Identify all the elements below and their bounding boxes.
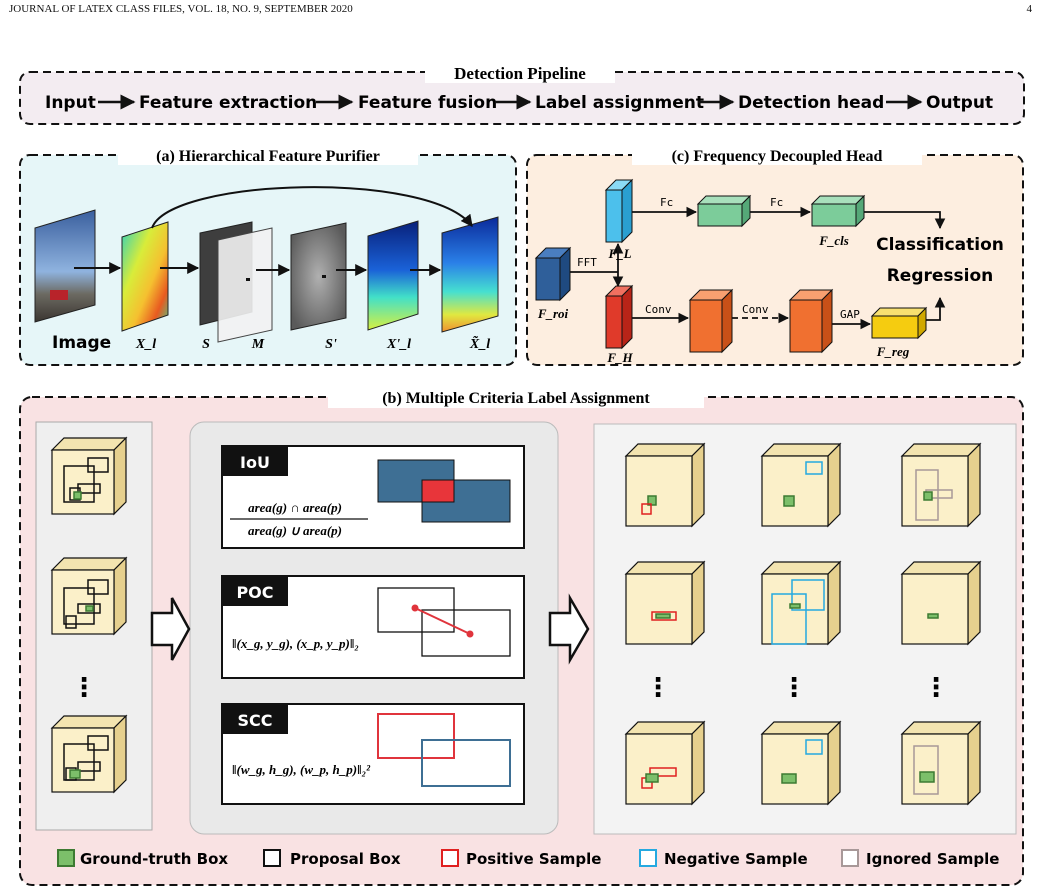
f-roi-block [534,246,572,302]
pipeline-step-detection-head: Detection head [738,93,884,113]
legend-gt: Ground-truth Box [80,850,228,868]
journal-header: JOURNAL OF LATEX CLASS FILES, VOL. 18, N… [9,3,353,15]
frequency-decoupled-head-panel: (c) Frequency Decoupled Head [526,145,1024,366]
legend-gt-swatch [57,849,75,867]
page-number: 4 [1026,3,1033,15]
pipeline-step-output: Output [926,93,993,113]
result-cube-r1c2 [760,442,842,528]
label-m: M [251,337,265,352]
legend-negative-swatch [639,849,657,867]
detection-pipeline-panel: Detection Pipeline Input Feature extract… [19,63,1025,125]
label-xl-tilde: X̃_l [469,334,490,352]
legend-positive-swatch [441,849,459,867]
f-l-label: F_L [607,246,631,261]
hollow-arrows [150,593,590,665]
result-cube-r2c1 [624,560,706,646]
label-xl-prime: X'_l [386,337,411,352]
legend-negative: Negative Sample [664,850,808,868]
pipeline-step-feature-extraction: Feature extraction [139,93,317,113]
feature-map-xl-prime [367,220,419,331]
result-cube-r1c1 [624,442,706,528]
f-roi-label: F_roi [537,306,569,321]
ellipsis-col-3: ⋮ [923,673,949,703]
result-cube-r3c1 [624,720,706,806]
scc-criterion: SCC ‖(w_g, h_g), (w_p, h_p)‖₂² [221,703,525,805]
scc-formula: ‖(w_g, h_g), (w_p, h_p)‖₂² [232,762,371,777]
purified-map-s-prime [290,222,347,331]
input-image [34,209,96,323]
f-cls-label: F_cls [818,233,849,248]
legend-positive: Positive Sample [466,850,601,868]
conv-block-1 [688,288,734,354]
regression-label: Regression [887,266,994,286]
ellipsis-left: ⋮ [71,673,97,703]
conv-label-1: Conv [645,303,672,316]
f-l-block [604,178,634,244]
hierarchical-feature-purifier-panel: (a) Hierarchical Feature Purifier Image [19,145,517,366]
f-reg-block [870,306,928,340]
panel-c-arrows [570,206,946,330]
legend-proposal-swatch [263,849,281,867]
iou-denominator: area(g) ∪ area(p) [248,523,342,538]
proposal-cube-2 [50,556,128,636]
panel-c-title: (c) Frequency Decoupled Head [672,148,883,165]
pipeline-title: Detection Pipeline [454,64,586,83]
poc-formula: ‖(x_g, y_g), (x_p, y_p)‖₂ [232,636,359,651]
iou-numerator: area(g) ∩ area(p) [248,500,342,515]
fc-block-cls [810,194,866,228]
panel-a-arrows [74,186,473,276]
ellipsis-col-1: ⋮ [645,673,671,703]
feature-map-xl-tilde [441,216,499,333]
legend: Ground-truth Box Proposal Box Positive S… [57,849,999,868]
result-cube-r1c3 [900,442,982,528]
fft-label: FFT [577,256,597,269]
label-xl: X_l [135,337,156,352]
gap-label: GAP [840,308,860,321]
result-cube-r3c3 [900,720,982,806]
panel-a-title: (a) Hierarchical Feature Purifier [156,148,380,165]
mask-m [217,227,273,343]
legend-ignored: Ignored Sample [866,850,999,868]
multiple-criteria-label-assignment-panel: (b) Multiple Criteria Label Assignment I… [19,386,1024,886]
conv-label-2: Conv [742,303,769,316]
iou-tag: IoU [240,453,270,472]
classification-label: Classification [876,235,1004,255]
panel-b-title: (b) Multiple Criteria Label Assignment [382,390,650,407]
feature-map-xl [121,221,169,332]
legend-proposal: Proposal Box [290,850,401,868]
proposal-cube-3 [50,714,128,794]
result-cube-r2c3 [900,560,982,646]
result-cube-r2c2 [760,560,842,646]
conv-block-2 [788,288,834,354]
proposal-cube-1 [50,436,128,516]
pipeline-step-feature-fusion: Feature fusion [358,93,497,113]
ellipsis-col-2: ⋮ [781,673,807,703]
label-s-prime: S' [325,337,337,352]
fc-block-1 [696,194,752,228]
f-reg-label: F_reg [876,344,910,359]
f-h-block [604,284,634,350]
poc-criterion: POC ‖(x_g, y_g), (x_p, y_p)‖₂ [221,575,525,679]
scc-tag: SCC [237,711,272,730]
fc-label-1: Fc [660,196,673,209]
fc-label-2: Fc [770,196,783,209]
result-cube-r3c2 [760,720,842,806]
pipeline-step-input: Input [45,93,96,113]
poc-tag: POC [236,583,273,602]
pipeline-step-label-assignment: Label assignment [535,93,704,113]
iou-criterion: IoU area(g) ∩ area(p) area(g) ∪ area(p) [221,445,525,549]
legend-ignored-swatch [841,849,859,867]
image-label: Image [52,333,111,353]
label-s: S [202,337,210,352]
f-h-label: F_H [606,350,633,365]
